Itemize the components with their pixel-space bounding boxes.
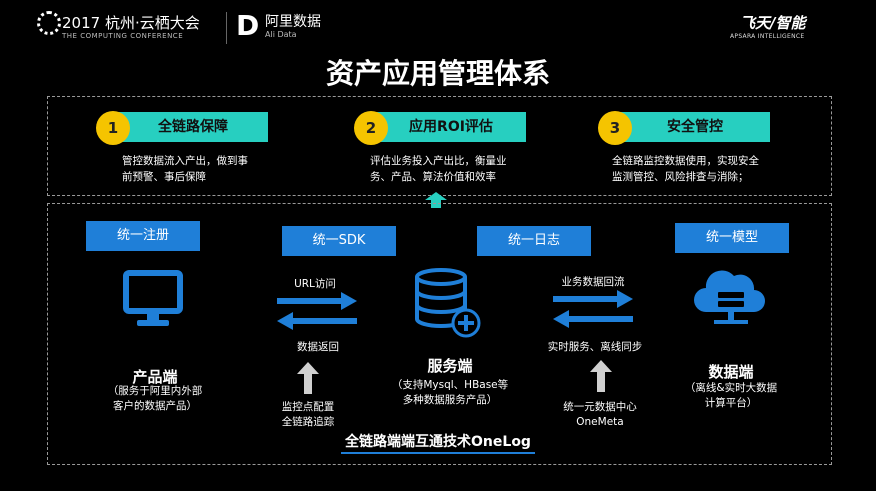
top-item-2: 应用ROI评估 2	[354, 111, 529, 145]
cloud-server-icon	[694, 270, 765, 324]
unified-model-button[interactable]: 统一模型	[675, 223, 789, 253]
desc-line: 务、产品、算法价值和效率	[370, 171, 496, 183]
ali-data-logo-icon: D	[236, 9, 260, 42]
page-title: 资产应用管理体系	[325, 57, 550, 90]
left-flow-below-label: 监控点配置 全链路追踪	[262, 400, 354, 430]
top-item-desc: 评估业务投入产出比，衡量业 务、产品、算法价值和效率	[370, 153, 507, 185]
top-item-number: 2	[354, 111, 388, 145]
connector-up-arrow-icon	[425, 192, 447, 208]
desc-line: 前预警、事后保障	[122, 171, 206, 183]
top-item-label: 全链路保障	[118, 112, 268, 142]
left-flow-bottom-label: 数据返回	[297, 341, 339, 353]
desc-line: 管控数据流入产出，做到事	[122, 155, 248, 167]
desc-line: 多种数据服务产品）	[402, 394, 498, 406]
right-flow-below-label: 统一元数据中心 OneMeta	[545, 400, 655, 430]
footer-label: 全链路端端互通技术OneLog	[0, 431, 876, 454]
bidirectional-arrows-icon	[553, 290, 633, 328]
top-item-label: 安全管控	[620, 112, 770, 142]
top-item-label: 应用ROI评估	[376, 112, 526, 142]
desc-line: OneMeta	[576, 416, 624, 428]
desc-line: 统一元数据中心	[563, 401, 637, 413]
bidirectional-arrows-icon	[277, 292, 357, 330]
conference-logo-icon	[37, 11, 61, 35]
top-item-desc: 全链路监控数据使用，实现安全 监测管控、风险排查与消除；	[612, 153, 759, 185]
unified-sdk-button[interactable]: 统一SDK	[282, 226, 396, 256]
product-desc: （服务于阿里内外部 客户的数据产品）	[85, 384, 225, 414]
ali-data-subtitle: Ali Data	[265, 30, 297, 39]
desc-line: 监控点配置	[281, 401, 335, 413]
desc-line: （服务于阿里内外部	[107, 385, 203, 397]
data-desc: （离线&实时大数据 计算平台）	[661, 381, 801, 411]
up-arrow-icon	[297, 362, 319, 394]
monitor-icon	[123, 270, 183, 326]
conference-subtitle: THE COMPUTING CONFERENCE	[62, 32, 184, 40]
footer-text: 全链路端端互通技术OneLog	[341, 434, 535, 454]
top-item-number: 1	[96, 111, 130, 145]
unified-log-button[interactable]: 统一日志	[477, 226, 591, 256]
desc-line: （离线&实时大数据	[684, 382, 778, 394]
brand-logo: 飞天/智能	[740, 14, 806, 32]
top-item-number: 3	[598, 111, 632, 145]
data-title: 数据端	[708, 363, 754, 381]
up-arrow-icon	[590, 360, 612, 392]
bottom-section	[47, 203, 832, 465]
desc-line: 客户的数据产品）	[113, 400, 197, 412]
brand-subtitle: APSARA INTELLIGENCE	[730, 33, 805, 40]
desc-line: 评估业务投入产出比，衡量业	[370, 155, 507, 167]
conference-title: 2017 杭州·云栖大会	[62, 14, 200, 32]
desc-line: （支持Mysql、HBase等	[391, 379, 509, 391]
top-item-3: 安全管控 3	[598, 111, 773, 145]
product-title: 产品端	[132, 368, 178, 386]
service-title: 服务端	[427, 357, 473, 375]
ali-data-name: 阿里数据	[265, 14, 321, 30]
left-flow-top-label: URL访问	[294, 278, 336, 290]
top-item-1: 全链路保障 1	[96, 111, 271, 145]
header-divider	[226, 12, 227, 44]
desc-line: 计算平台）	[704, 397, 758, 409]
right-flow-bottom-label: 实时服务、离线同步	[547, 341, 643, 353]
unified-register-button[interactable]: 统一注册	[86, 221, 200, 251]
database-add-icon	[415, 268, 481, 338]
desc-line: 全链路追踪	[281, 416, 335, 428]
desc-line: 监测管控、风险排查与消除；	[612, 171, 749, 183]
top-item-desc: 管控数据流入产出，做到事 前预警、事后保障	[122, 153, 248, 185]
right-flow-top-label: 业务数据回流	[561, 276, 625, 288]
desc-line: 全链路监控数据使用，实现安全	[612, 155, 759, 167]
service-desc: （支持Mysql、HBase等 多种数据服务产品）	[370, 378, 530, 408]
